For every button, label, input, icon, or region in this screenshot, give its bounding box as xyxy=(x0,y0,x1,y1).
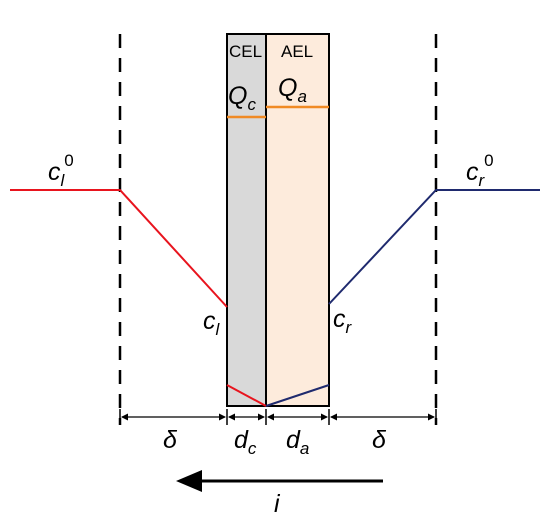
delta-right-label: δ xyxy=(372,426,387,454)
current-label: i xyxy=(274,490,281,518)
c-l0-label: cl0 xyxy=(48,151,74,190)
dc-label: dc xyxy=(234,426,257,458)
da-label: da xyxy=(286,426,309,458)
cel-internal-profile xyxy=(226,384,267,407)
right-concentration-profile xyxy=(328,189,540,305)
c-r-label: cr xyxy=(333,305,353,337)
ael-internal-profile xyxy=(265,384,330,407)
q-a-label: Qa xyxy=(278,74,307,106)
c-r0-label: cr0 xyxy=(466,151,494,190)
cel-layer xyxy=(226,33,267,407)
ael-layer xyxy=(265,33,330,407)
c-l-label: cl xyxy=(203,307,221,339)
ael-label: AEL xyxy=(281,42,313,61)
dimension-ticks xyxy=(119,409,437,425)
delta-left-label: δ xyxy=(163,426,178,454)
cel-label: CEL xyxy=(229,42,262,61)
current-arrow xyxy=(176,470,383,492)
q-c-label: Qc xyxy=(228,82,256,114)
left-concentration-profile xyxy=(10,189,228,308)
